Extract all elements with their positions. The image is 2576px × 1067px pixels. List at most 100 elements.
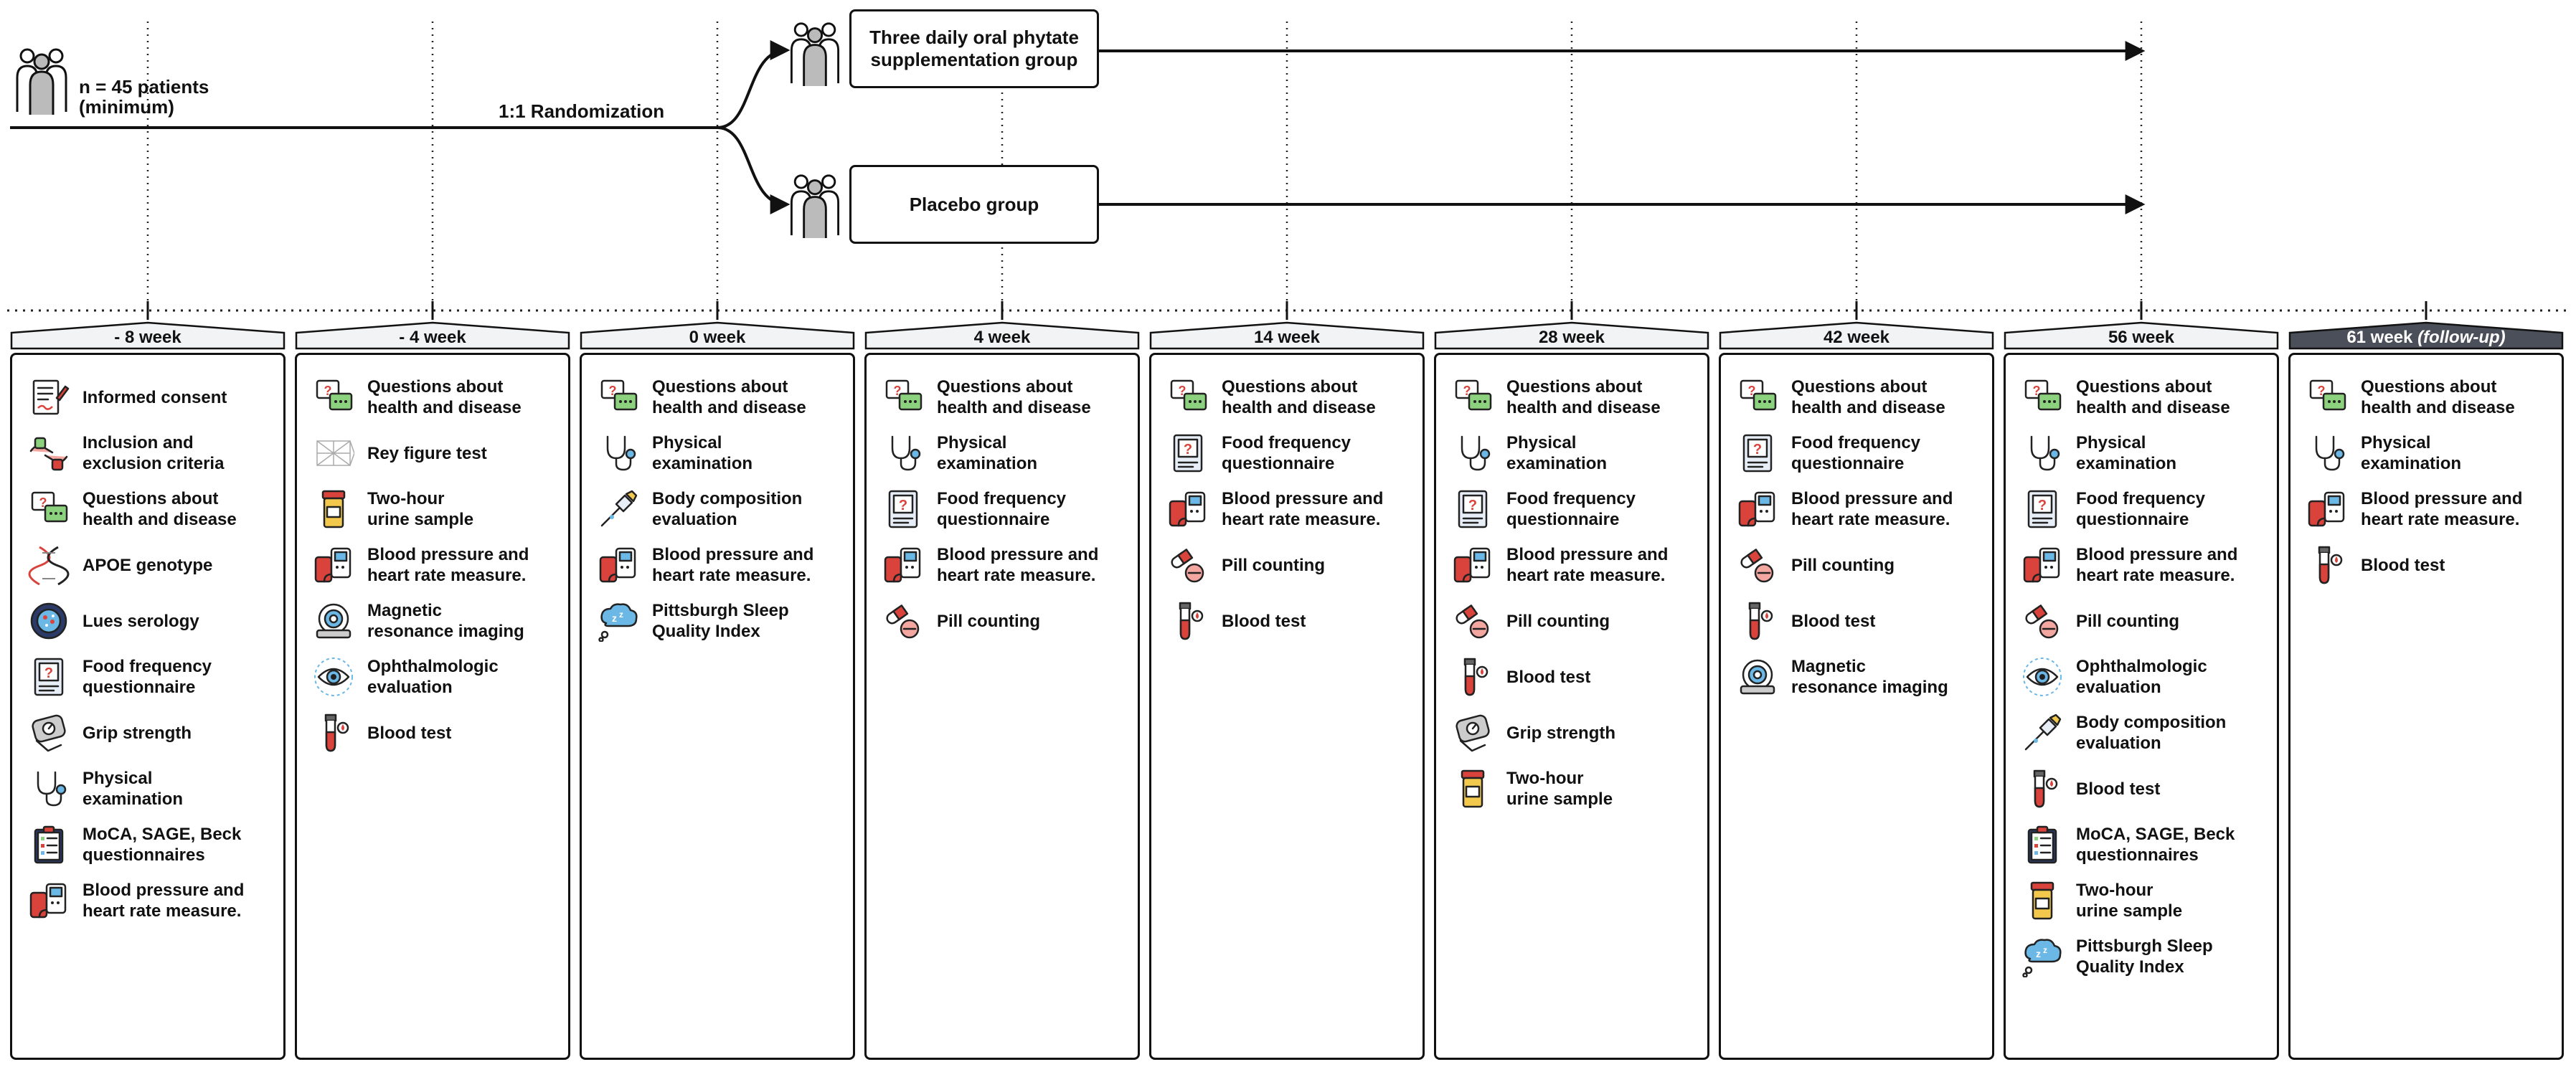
rey-figure-icon <box>313 432 354 474</box>
blood-pressure-icon <box>1167 488 1209 530</box>
timepoint-week-label: 28 week <box>1538 328 1605 347</box>
assessment-label: Blood pressure and heart rate measure. <box>1506 545 1669 585</box>
assessment-label: Two-hour urine sample <box>2076 881 2183 921</box>
branch-to-phytate <box>717 40 791 129</box>
assessment-label: Blood pressure and heart rate measure. <box>367 545 529 585</box>
assessment-label: APOE genotype <box>82 555 213 575</box>
assessment-item: Blood pressure and heart rate measure. <box>882 540 1133 590</box>
svg-text:?: ? <box>2033 384 2041 398</box>
timepoint-week-label: - 8 week <box>114 328 181 347</box>
assessment-label: Lues serology <box>82 611 199 631</box>
food-questionnaire-icon: ? <box>2021 488 2063 530</box>
assessment-label: Pill counting <box>937 611 1040 631</box>
svg-text:?: ? <box>1748 384 1756 398</box>
timepoint-column: 56 week ?Questions about health and disea… <box>2004 321 2279 1060</box>
urine-sample-icon <box>2021 880 2063 921</box>
timepoint-column: 0 week ?Questions about health and diseas… <box>580 321 855 1060</box>
assessment-label: Blood pressure and heart rate measure. <box>1222 489 1384 529</box>
assessment-item: MoCA, SAGE, Beck questionnaires <box>2021 820 2273 870</box>
stethoscope-icon <box>1452 432 1494 474</box>
branch-to-placebo <box>717 126 791 214</box>
patients-count-label: n = 45 patients <box>79 76 209 98</box>
assessment-label: Blood test <box>1791 611 1876 631</box>
assessment-item: ?Questions about health and disease <box>2021 372 2273 422</box>
assessment-label: Blood test <box>1506 667 1591 687</box>
assessment-item: Magnetic resonance imaging <box>1737 652 1988 702</box>
assessment-label: Blood test <box>367 723 452 743</box>
assessment-label: Two-hour urine sample <box>367 489 474 529</box>
assessment-item: ?Questions about health and disease <box>882 372 1133 422</box>
assessment-item: Pill counting <box>1737 540 1988 590</box>
timepoint-header: 56 week <box>2004 321 2279 350</box>
assessment-item: Grip strength <box>1452 708 1703 758</box>
svg-text:?: ? <box>1463 384 1471 398</box>
assessment-label: Food frequency questionnaire <box>82 657 212 697</box>
food-questionnaire-icon: ? <box>882 488 924 530</box>
assessment-item: Blood test <box>1167 596 1418 646</box>
blood-tube-icon <box>313 712 354 754</box>
assessment-item: Ophthalmologic evaluation <box>313 652 564 702</box>
food-questionnaire-icon: ? <box>28 656 70 698</box>
patients-min-label: (minimum) <box>79 96 174 118</box>
assessment-label: Body composition evaluation <box>2076 713 2227 753</box>
assessment-label: Questions about health and disease <box>82 489 237 529</box>
eye-icon <box>2021 656 2063 698</box>
assessment-label: Grip strength <box>1506 723 1616 743</box>
assessment-item: Two-hour urine sample <box>313 484 564 534</box>
assessment-label: Physical examination <box>82 769 184 809</box>
assessment-item: Rey figure test <box>313 428 564 478</box>
assessment-item: Blood pressure and heart rate measure. <box>1452 540 1703 590</box>
timepoint-header: 4 week <box>864 321 1140 350</box>
assessment-label: Pill counting <box>2076 611 2179 631</box>
assessment-label: Physical examination <box>1506 433 1608 473</box>
assessment-item: ?Questions about health and disease <box>2306 372 2557 422</box>
dna-icon <box>28 544 70 586</box>
assessment-item: ?Questions about health and disease <box>598 372 849 422</box>
assessment-item: Blood pressure and heart rate measure. <box>2021 540 2273 590</box>
assessment-item: ?Food frequency questionnaire <box>882 484 1133 534</box>
blood-pressure-icon <box>598 544 639 586</box>
urine-sample-icon <box>313 488 354 530</box>
assessment-item: Pill counting <box>1167 540 1418 590</box>
assessment-label: Pill counting <box>1222 555 1325 575</box>
pills-icon <box>882 600 924 642</box>
assessment-label: Rey figure test <box>367 443 487 463</box>
assessment-label: Physical examination <box>652 433 753 473</box>
timepoint-week-label: 61 week <box>2346 328 2413 347</box>
assessment-label: Two-hour urine sample <box>1506 769 1613 809</box>
questions-icon: ? <box>313 376 354 418</box>
timepoint-header: - 8 week <box>10 321 286 350</box>
assessment-item: Magnetic resonance imaging <box>313 596 564 646</box>
stethoscope-icon <box>28 768 70 810</box>
group-a-people-icon <box>786 20 844 86</box>
consent-icon <box>28 376 70 418</box>
timepoint-header: 42 week <box>1719 321 1994 350</box>
assessment-label: Food frequency questionnaire <box>1222 433 1351 473</box>
timepoint-week-label: 0 week <box>689 328 746 347</box>
group-b-people-icon <box>786 172 844 238</box>
assessment-label: Informed consent <box>82 387 227 407</box>
grip-strength-icon <box>28 712 70 754</box>
timepoint-label: 28 week <box>1434 328 1709 348</box>
blood-tube-icon <box>1737 600 1778 642</box>
timepoint-label: 14 week <box>1149 328 1425 348</box>
assessment-item: ?Questions about health and disease <box>1167 372 1418 422</box>
svg-text:?: ? <box>1753 442 1762 457</box>
blood-pressure-icon <box>28 880 70 921</box>
assessment-item: Blood test <box>1452 652 1703 702</box>
timepoint-header: 14 week <box>1149 321 1425 350</box>
timepoint-suffix-label: (follow-up) <box>2417 328 2506 347</box>
body-composition-icon <box>2021 712 2063 754</box>
assessment-label: Blood pressure and heart rate measure. <box>2076 545 2238 585</box>
assessment-item: Inclusion and exclusion criteria <box>28 428 279 478</box>
blood-pressure-icon <box>1452 544 1494 586</box>
timepoint-label: 0 week <box>580 328 855 348</box>
assessment-item: Lues serology <box>28 596 279 646</box>
timepoint-header: 28 week <box>1434 321 1709 350</box>
pills-icon <box>1737 544 1778 586</box>
assessment-item: Blood test <box>2306 540 2557 590</box>
assessment-panel: ?Questions about health and disease?Food… <box>1719 353 1994 1060</box>
